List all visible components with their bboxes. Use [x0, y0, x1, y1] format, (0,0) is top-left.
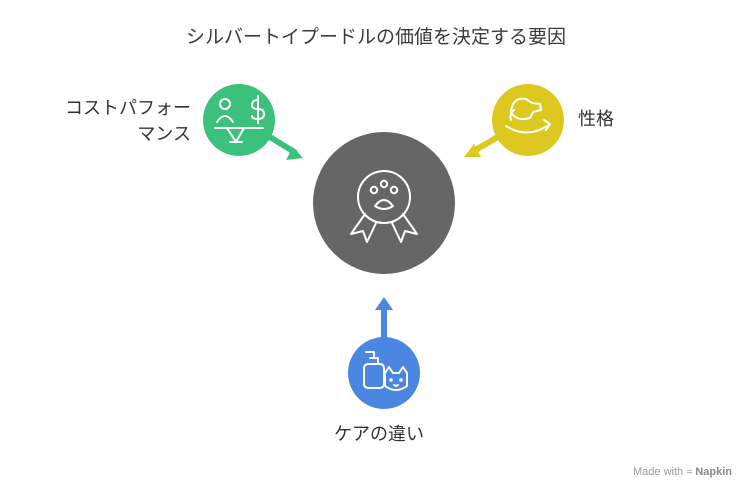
napkin-logo-icon: ≈	[686, 466, 693, 478]
napkin-watermark[interactable]: Made with ≈ Napkin	[633, 466, 732, 478]
factor-cost	[203, 84, 303, 160]
diagram-title: シルバートイプードルの価値を決定する要因	[185, 26, 566, 48]
watermark-brand: Napkin	[695, 466, 732, 478]
label-care-difference: ケアの違い	[334, 424, 424, 445]
arrow-head-personality	[464, 144, 481, 157]
label-cost-performance: コストパフォー マンス	[21, 96, 191, 148]
label-cost-line1: コストパフォー	[65, 98, 191, 119]
shampoo-cat-icon	[363, 351, 408, 391]
scale-money-icon	[214, 95, 265, 143]
watermark-prefix: Made with	[633, 466, 684, 478]
center-node	[313, 132, 455, 274]
dog-icon	[505, 97, 551, 134]
label-cost-line2: マンス	[137, 124, 191, 145]
factor-personality	[464, 84, 564, 157]
label-personality: 性格	[578, 109, 614, 130]
factor-care	[348, 297, 420, 409]
arrow-head-care	[375, 297, 393, 310]
arrow-head-cost	[286, 147, 303, 160]
paw-award-icon	[350, 170, 418, 243]
